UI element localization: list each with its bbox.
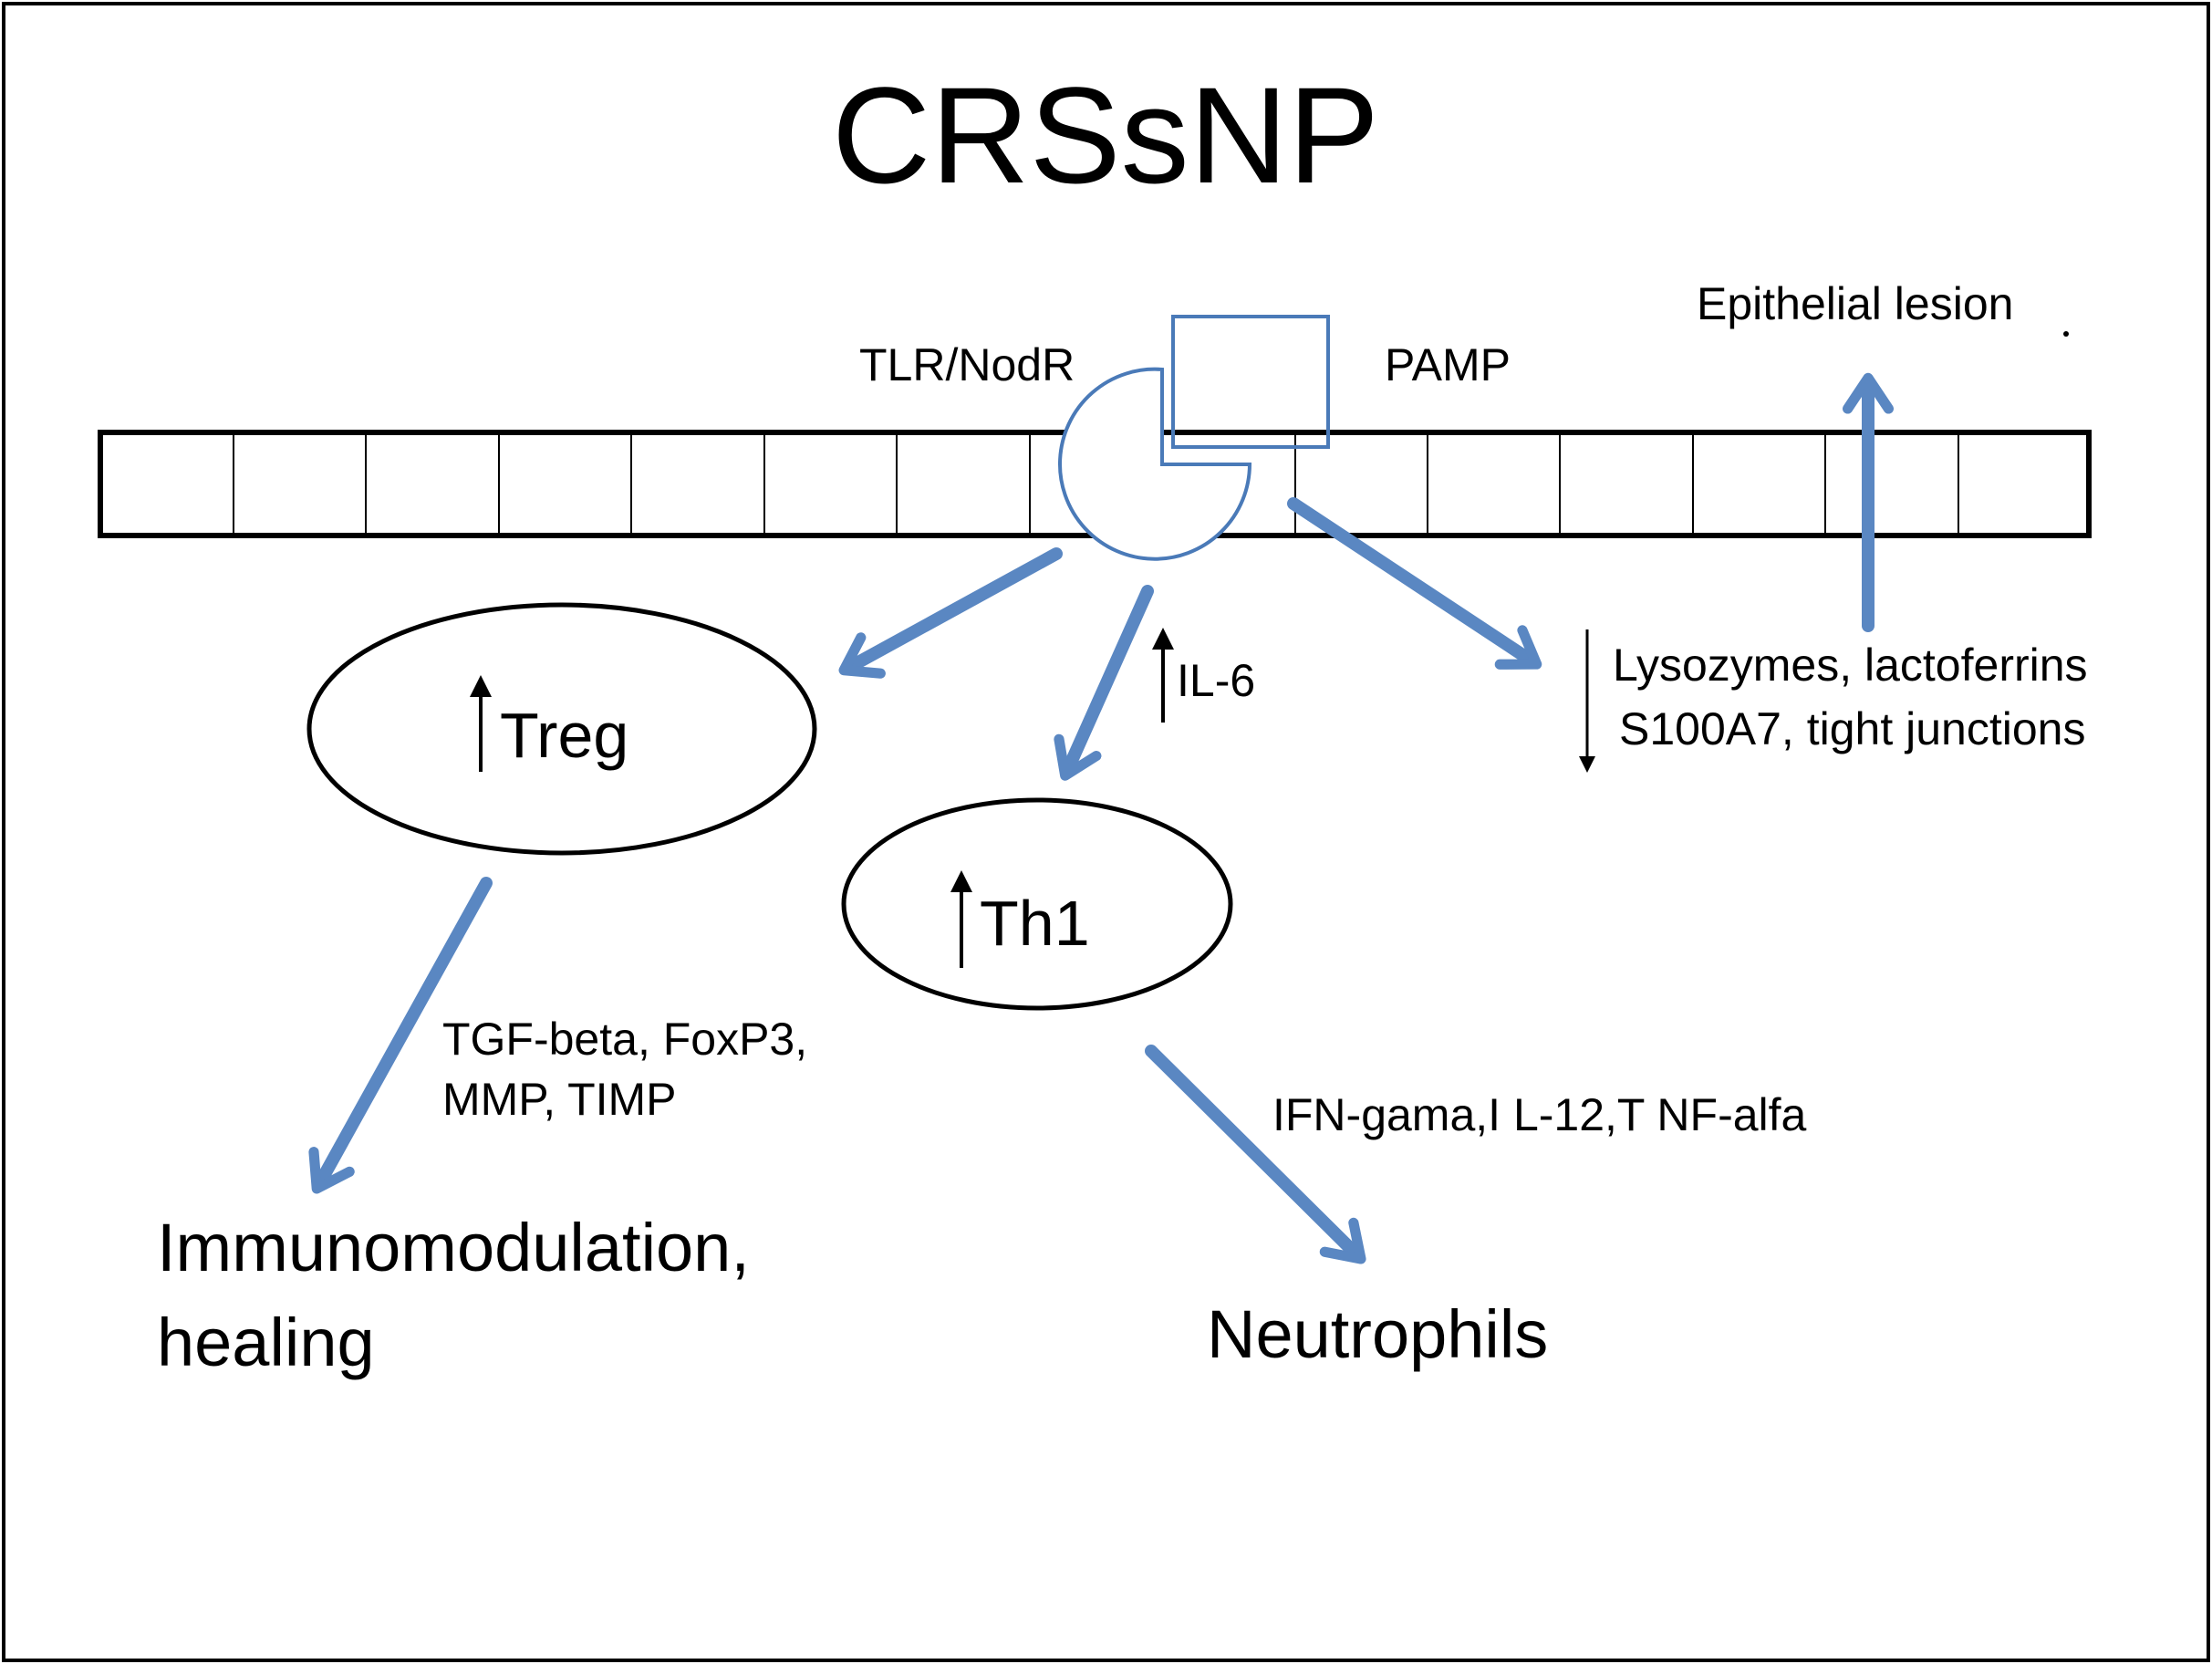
pamp-square-icon: [1171, 315, 1330, 449]
immunomodulation-line2: healing: [157, 1305, 375, 1380]
th1-node: Th1: [841, 797, 1233, 1011]
stray-dot: [2063, 331, 2069, 337]
treg-node: Treg: [306, 602, 817, 856]
defense-label-line1: Lysozymes, lactoferrins: [1613, 640, 2088, 691]
arrow-to-defense: [1287, 497, 1542, 670]
diagram-title: CRSsNP: [832, 58, 1379, 212]
immunomodulation-line1: Immunomodulation,: [157, 1210, 750, 1285]
tlr-nodr-label: TLR/NodR: [859, 339, 1075, 390]
arrow-to-neutrophils: [1145, 1045, 1366, 1264]
arrow-to-th1: [1054, 585, 1154, 781]
th1-ellipse: [841, 797, 1233, 1011]
il6-label: IL-6: [1177, 655, 1255, 706]
arrow-to-treg: [838, 547, 1063, 679]
epithelial-cell-dividers: [233, 435, 1959, 533]
epithelial-lesion-label: Epithelial lesion: [1697, 278, 2013, 329]
defense-label-line2: S100A7, tight junctions: [1619, 703, 2085, 754]
tlr-receptor-icon: [1058, 367, 1252, 561]
treg-mediators-line2: MMP, TIMP: [442, 1074, 677, 1125]
treg-mediators-line1: TGF-beta, FoxP3,: [442, 1014, 807, 1065]
treg-label: Treg: [500, 700, 628, 771]
pamp-label: PAMP: [1385, 339, 1511, 390]
pathway-arrows: [308, 372, 1894, 1264]
th1-mediators: IFN-gama,I L-12,T NF-alfa: [1272, 1089, 1807, 1140]
treg-ellipse: [306, 602, 817, 856]
arrow-to-immunomodulation: [308, 877, 493, 1194]
neutrophils-label: Neutrophils: [1207, 1296, 1548, 1372]
th1-label: Th1: [980, 888, 1090, 959]
